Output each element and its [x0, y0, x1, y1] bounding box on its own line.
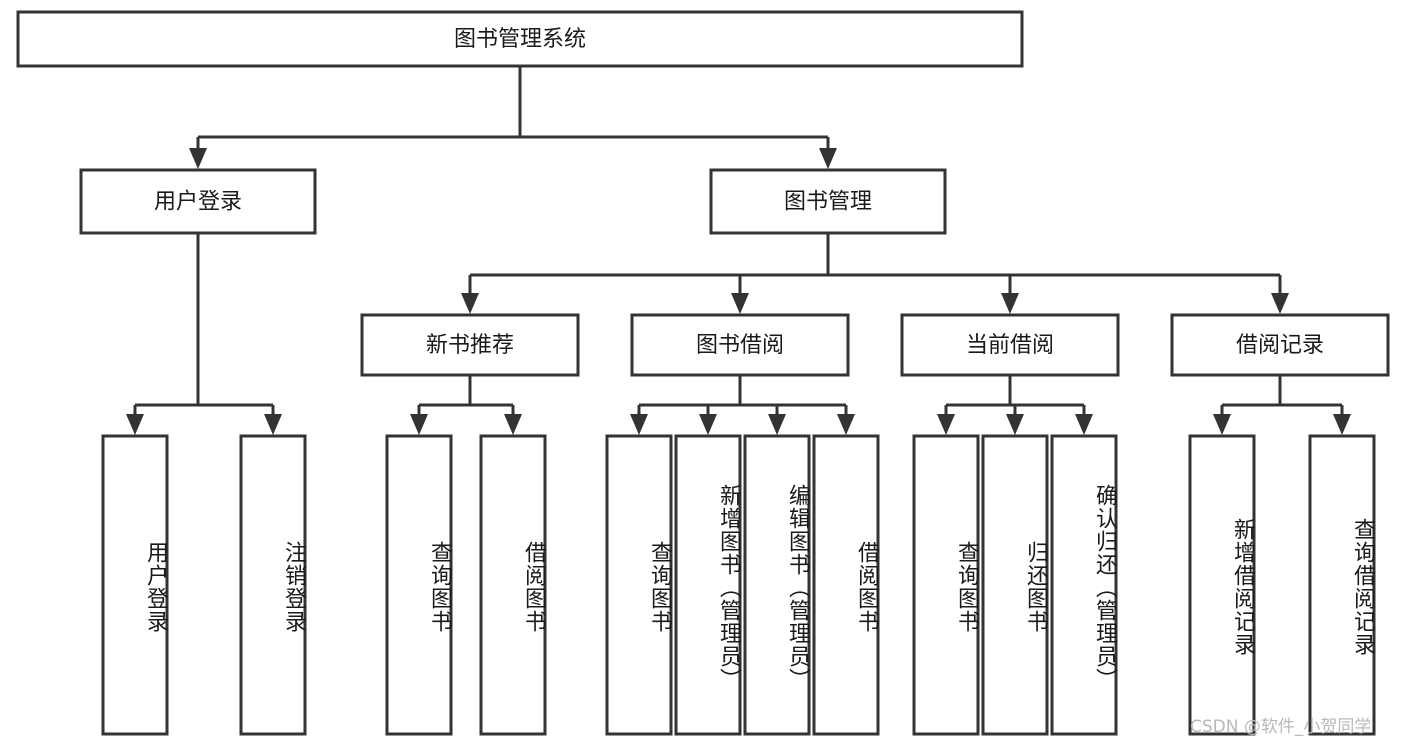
node-box[interactable] — [812, 434, 880, 736]
node-box[interactable] — [1050, 434, 1118, 736]
connector-group — [630, 375, 855, 435]
node-box[interactable] — [479, 434, 547, 736]
node-box[interactable] — [1308, 434, 1376, 736]
node-label: 用户登录 — [154, 190, 242, 215]
node-box[interactable] — [900, 313, 1120, 377]
node-box[interactable] — [709, 168, 947, 235]
node-leaf-query-record[interactable] — [1308, 434, 1376, 736]
arrow-head-icon — [1333, 414, 1351, 435]
node-book-manage[interactable]: 图书管理 — [709, 168, 947, 235]
node-box[interactable] — [630, 313, 850, 377]
node-book-borrow[interactable]: 图书借阅 — [630, 313, 850, 377]
node-label: 新书推荐 — [426, 333, 514, 358]
node-leaf-query-book-1[interactable] — [385, 434, 453, 736]
arrow-head-icon — [837, 414, 855, 435]
arrow-head-icon — [937, 414, 955, 435]
node-box[interactable] — [16, 10, 1024, 68]
node-user-login[interactable]: 用户登录 — [79, 168, 317, 235]
node-leaf-borrow-book-2[interactable] — [812, 434, 880, 736]
node-leaf-add-record[interactable] — [1188, 434, 1256, 736]
node-leaf-query-book-2[interactable] — [605, 434, 673, 736]
watermark-text: CSDN @软件_小贺同学 — [1190, 717, 1372, 737]
node-borrow-record[interactable]: 借阅记录 — [1170, 313, 1390, 377]
arrow-head-icon — [819, 148, 837, 169]
node-current-borrow[interactable]: 当前借阅 — [900, 313, 1120, 377]
connector-group — [189, 66, 837, 169]
arrow-head-icon — [264, 414, 282, 435]
node-box[interactable] — [239, 434, 307, 736]
arrow-head-icon — [768, 414, 786, 435]
node-box[interactable] — [1170, 313, 1390, 377]
node-label: 图书管理 — [784, 190, 872, 215]
arrow-head-icon — [699, 414, 717, 435]
node-leaf-user-logout[interactable] — [239, 434, 307, 736]
node-box[interactable] — [79, 168, 317, 235]
arrow-head-icon — [189, 148, 207, 169]
connector-group — [410, 375, 522, 435]
arrow-head-icon — [630, 414, 648, 435]
connector-group — [937, 375, 1093, 435]
connector-group — [461, 233, 1289, 314]
node-leaf-return-book[interactable] — [981, 434, 1049, 736]
arrow-head-icon — [461, 293, 479, 314]
node-box[interactable] — [743, 434, 811, 736]
arrow-head-icon — [1001, 293, 1019, 314]
arrow-head-icon — [504, 414, 522, 435]
node-leaf-add-book[interactable] — [674, 434, 742, 736]
node-box[interactable] — [605, 434, 673, 736]
node-box[interactable] — [674, 434, 742, 736]
node-new-book-recommend[interactable]: 新书推荐 — [360, 313, 580, 377]
node-label: 借阅记录 — [1236, 333, 1324, 358]
arrow-head-icon — [1006, 414, 1024, 435]
connector-group — [1213, 375, 1351, 435]
arrow-head-icon — [1075, 414, 1093, 435]
arrow-head-icon — [126, 414, 144, 435]
node-leaf-borrow-book-1[interactable] — [479, 434, 547, 736]
node-box[interactable] — [360, 313, 580, 377]
node-label: 当前借阅 — [966, 333, 1054, 358]
node-box[interactable] — [981, 434, 1049, 736]
node-label: 图书借阅 — [696, 333, 784, 358]
node-leaf-query-book-3[interactable] — [912, 434, 980, 736]
node-leaf-user-login[interactable] — [101, 434, 169, 736]
node-leaf-confirm-return[interactable] — [1050, 434, 1118, 736]
node-box[interactable] — [1188, 434, 1256, 736]
node-leaf-edit-book[interactable] — [743, 434, 811, 736]
node-label: 图书管理系统 — [454, 27, 586, 52]
node-root[interactable]: 图书管理系统 — [16, 10, 1024, 68]
node-box[interactable] — [101, 434, 169, 736]
arrow-head-icon — [410, 414, 428, 435]
node-box[interactable] — [912, 434, 980, 736]
arrow-head-icon — [731, 293, 749, 314]
arrow-head-icon — [1213, 414, 1231, 435]
arrow-head-icon — [1271, 293, 1289, 314]
node-box[interactable] — [385, 434, 453, 736]
connector-group — [126, 233, 282, 435]
